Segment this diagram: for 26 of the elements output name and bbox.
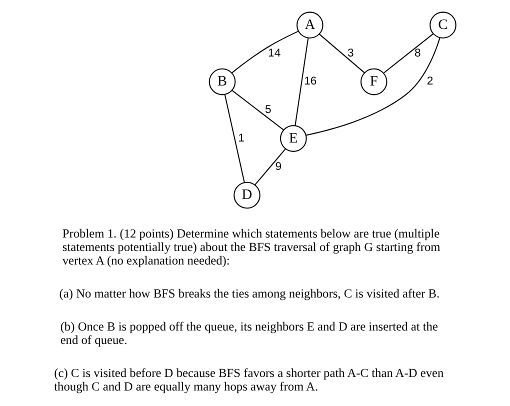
node-circle: E — [280, 125, 307, 152]
connector — [319, 34, 365, 74]
node-circle: C — [430, 12, 456, 38]
node-circle: B — [208, 68, 236, 96]
connector — [232, 90, 284, 130]
connector — [306, 38, 440, 136]
label: (a) No matter how BFS breaks the ties among neighbors, C is visited after B. — [59, 286, 440, 300]
label: (b) Once B is popped off the queue, its neighbors E and D are inserted at the end of queue. — [60, 319, 438, 347]
connector — [232, 30, 299, 74]
connector — [384, 33, 434, 74]
label: Problem 1. (12 points) Determine which statements below are true (multiple statements potentially true) about the BFS traversal of graph G starting from vertex A (no explanation needed): — [62, 226, 440, 268]
label: (c) C is visited before D because BFS favors a shorter path A-C than A-D even though C and D are equally many hops away from A. — [54, 366, 444, 394]
node-circle: F — [360, 68, 388, 96]
edge-label: 3 — [348, 47, 354, 60]
edge-label: 9 — [275, 160, 282, 173]
edge-label: 8 — [414, 47, 421, 60]
edge-label: 5 — [264, 104, 272, 116]
edge-label: 14 — [268, 47, 281, 60]
connector — [224, 94, 245, 183]
edge-label: 1 — [238, 132, 244, 144]
edge-label: 16 — [304, 76, 317, 88]
node-circle: D — [234, 182, 260, 209]
edge-label: 2 — [426, 76, 434, 88]
connector — [294, 38, 309, 126]
node-circle: A — [296, 12, 324, 38]
connector — [254, 148, 286, 186]
